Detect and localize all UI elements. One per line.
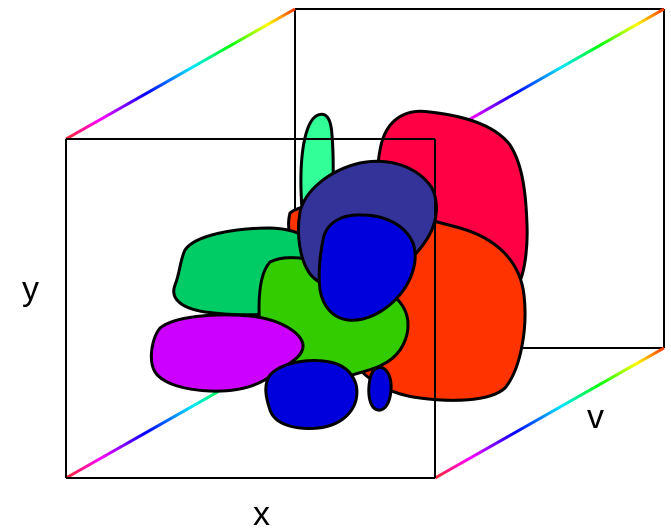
region-blue-small [369,367,391,410]
regions [151,111,527,428]
axis-label-v: v [587,398,604,436]
axis-label-x: x [253,495,270,529]
axis-label-y: y [22,270,39,308]
depth-edge-top-left [66,9,295,139]
region-blue-lower [266,361,357,429]
